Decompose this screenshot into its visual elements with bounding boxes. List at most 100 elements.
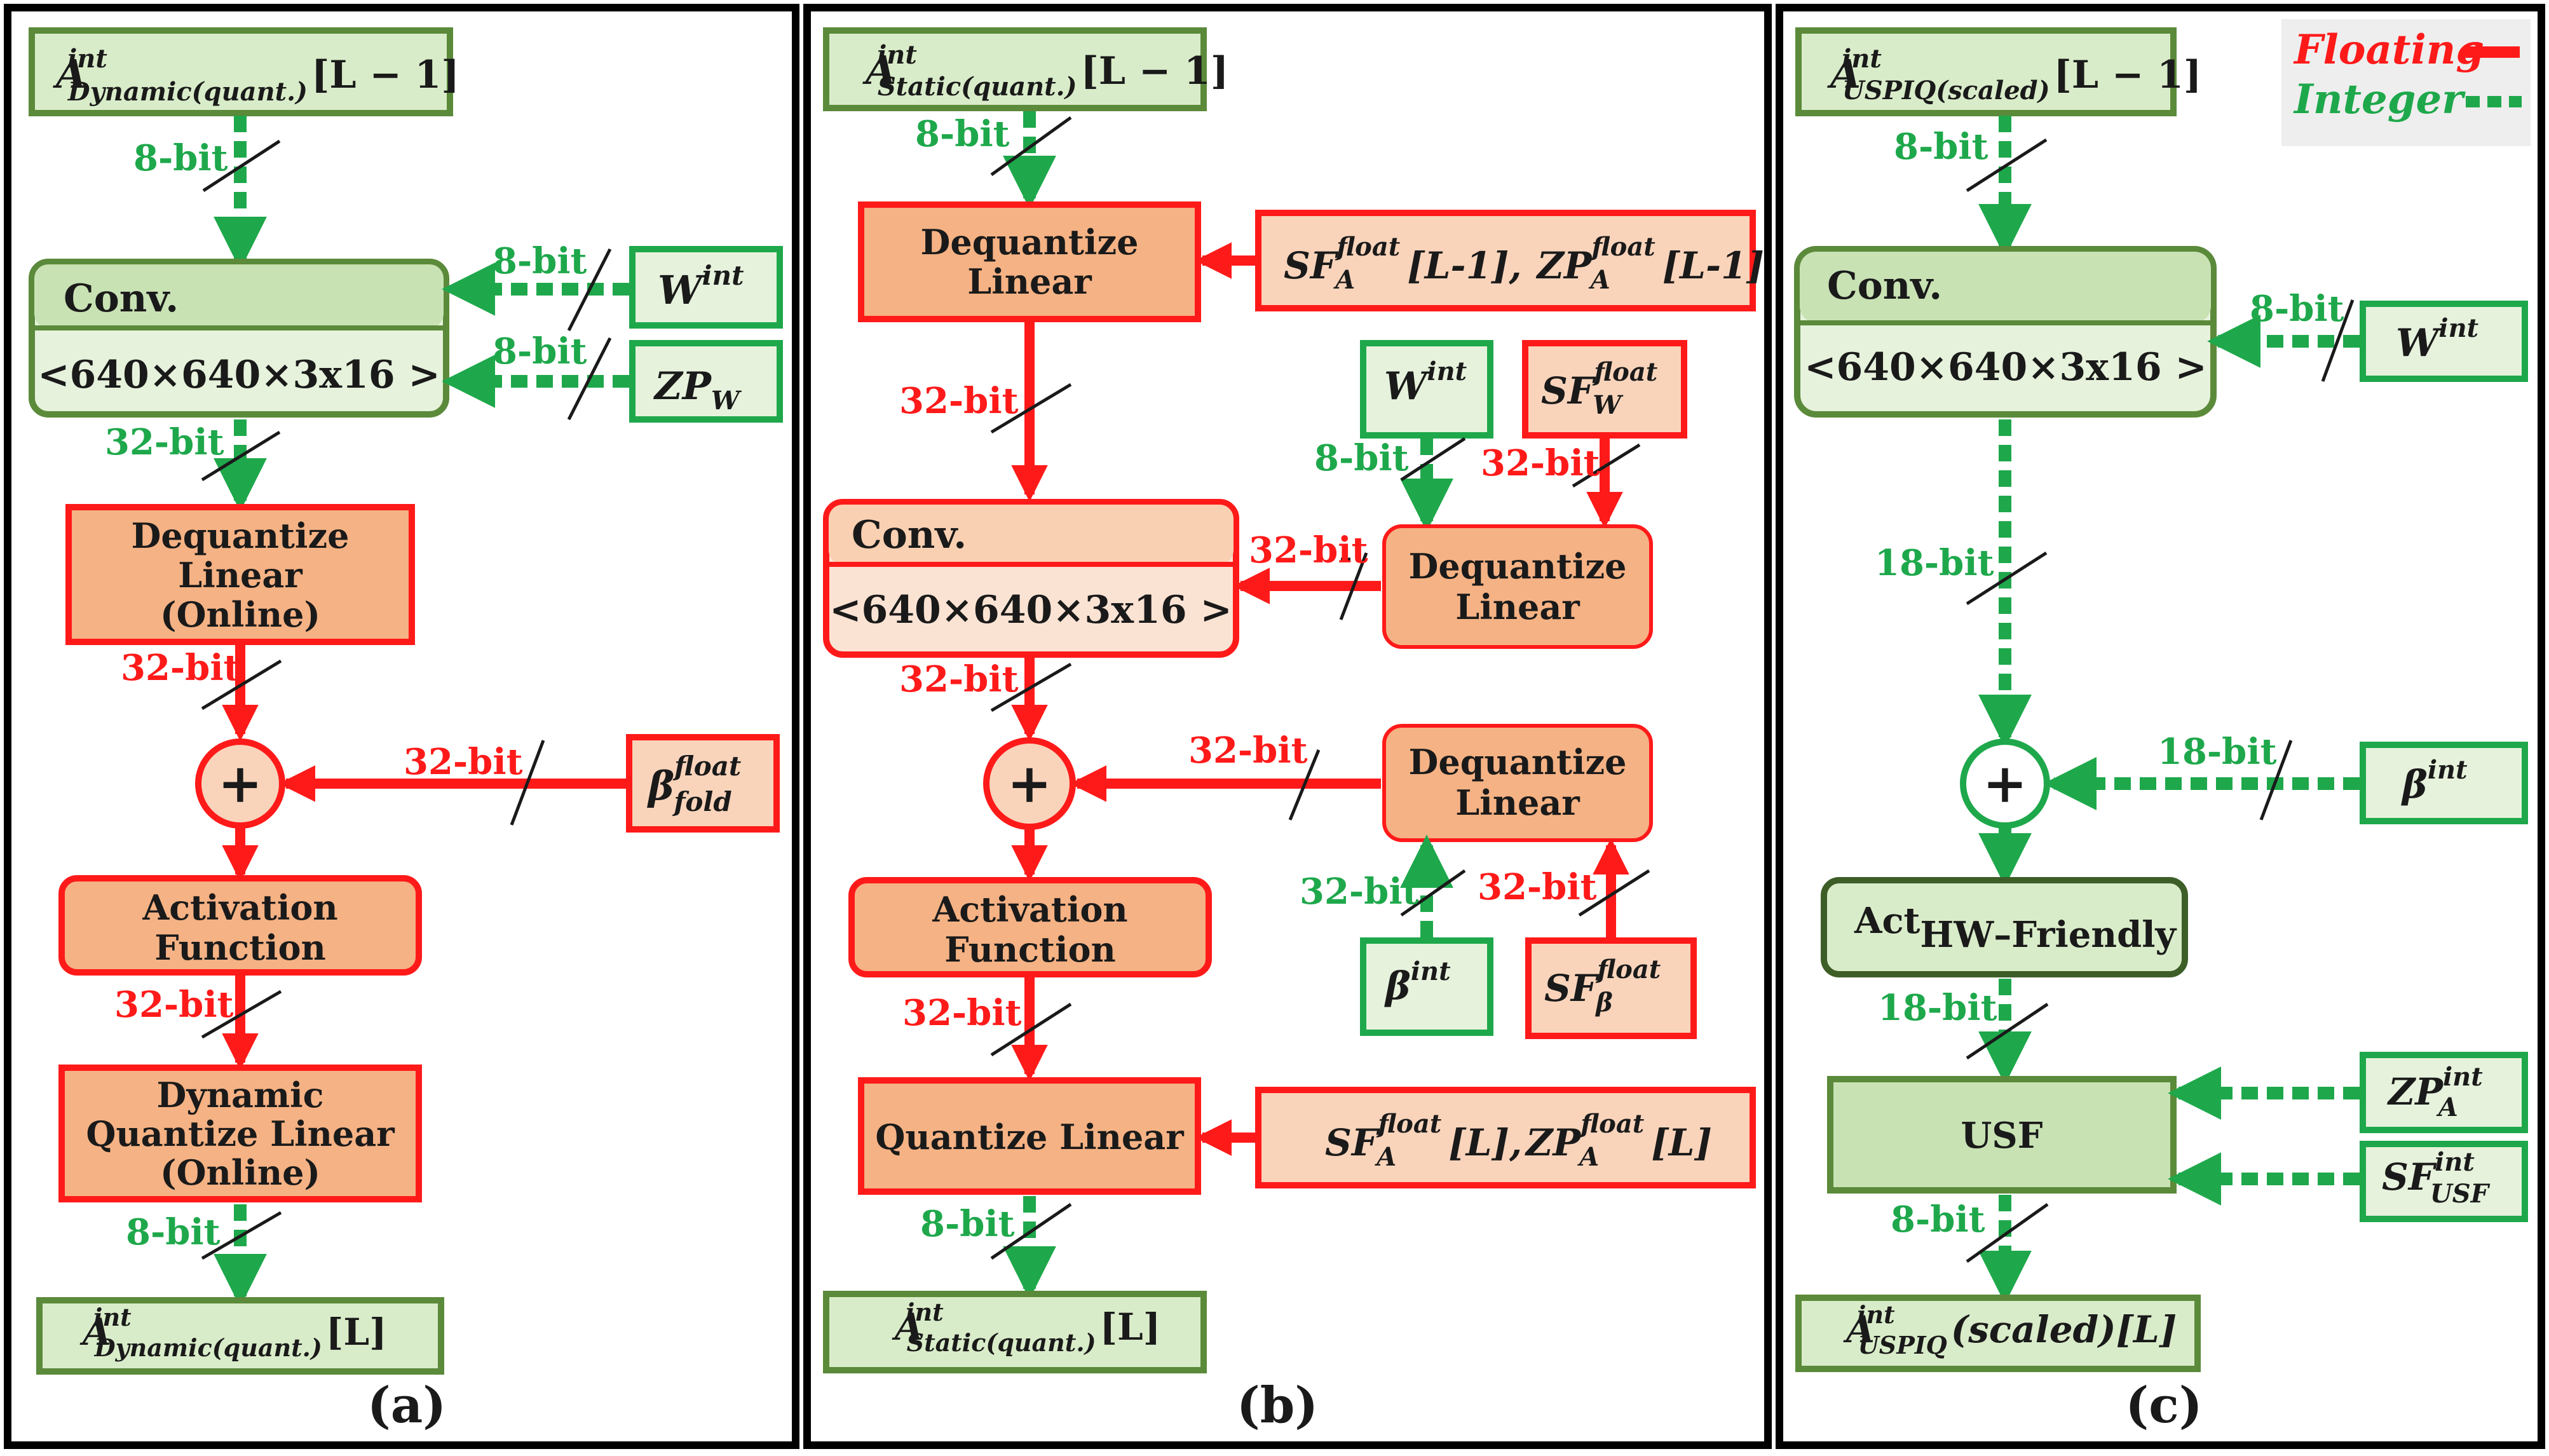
panel-c-slash-out [1966, 1202, 2049, 1263]
panel-c-slash-w [2321, 299, 2355, 382]
panel-a-conv-title: Conv. [64, 276, 179, 321]
panel-b-deqb-box [1382, 724, 1653, 842]
panel-c-slash-in [1966, 138, 2048, 193]
panel-b-deqw-box [1382, 524, 1653, 649]
panel-c-act-box [1821, 877, 2188, 977]
panel-a-quant-line2: Quantize Linear [86, 1113, 395, 1154]
panel-b-input-box [823, 27, 1207, 111]
panel-b-slash-beta [1400, 869, 1466, 917]
panel-c-frame [1776, 4, 2545, 1449]
panel-b-act-line2: Function [944, 929, 1116, 970]
panel-a-deq-box [65, 504, 415, 645]
panel-a-slash-w [567, 248, 612, 332]
panel-a-slash-in [202, 139, 281, 193]
panel-a-zp-label: ZPW [653, 364, 742, 416]
panel-a-deq-line3: (Online) [160, 594, 320, 635]
panel-c-conv-title: Conv. [1827, 264, 1942, 308]
panel-c-w-box [2360, 301, 2528, 382]
panel-b-slash-sfw [1572, 443, 1641, 488]
panel-b-sfzp-prev-box [1255, 210, 1756, 311]
panel-b-sfw-box [1522, 340, 1687, 439]
panel-b-deqw-line1: Dequantize [1409, 546, 1627, 587]
panel-c-usf-box [1827, 1076, 2177, 1194]
panel-b-quant-box [858, 1077, 1201, 1195]
panel-c-label-act-out: 18-bit [1878, 987, 1997, 1029]
panel-a-quant-box [58, 1065, 422, 1202]
panel-a-quant-line3: (Online) [160, 1152, 320, 1193]
panel-c-usf-label: USF [1961, 1115, 2043, 1157]
panel-b-act-box [848, 877, 1212, 977]
panel-a-label-w: 8-bit [493, 240, 587, 282]
panel-a-label-out: 8-bit [126, 1211, 221, 1253]
panel-b-beta-box [1360, 937, 1493, 1036]
panel-c-slash-beta [2259, 740, 2293, 820]
panel-a-label-beta: 32-bit [404, 741, 523, 783]
panel-c-w-label: Wint [2396, 313, 2479, 365]
panel-b-deqb-line1: Dequantize [1409, 742, 1627, 782]
panel-a-label-in: 8-bit [133, 137, 228, 179]
panel-c-beta-box [2360, 742, 2528, 824]
panel-c-sfusf-box [2360, 1141, 2528, 1222]
panel-b-slash-in [990, 116, 1072, 177]
panel-b-label-conv-out: 32-bit [899, 658, 1019, 700]
panel-c-act-label: ActHW–Friendly [1854, 900, 2177, 956]
panel-c-conv-header [1800, 252, 2211, 323]
panel-b-label-in: 8-bit [915, 113, 1010, 155]
panel-b-label-out: 8-bit [920, 1203, 1015, 1245]
panel-a-deq-line1: Dequantize [132, 515, 350, 556]
legend-floating-label: Floating [2293, 26, 2484, 74]
panel-c-plus-sign: + [1983, 752, 2027, 815]
panel-a-slash-act-out [201, 990, 282, 1039]
panel-b-label-sfb: 32-bit [1478, 866, 1597, 908]
panel-a-caption: (a) [367, 1377, 446, 1434]
panel-c-output-box [1795, 1295, 2201, 1372]
panel-a-act-line2: Function [154, 927, 326, 968]
panel-b-sfb-box [1525, 937, 1697, 1039]
panel-c-conv-dim: <640×640×3x16 > [1804, 345, 2207, 390]
panel-b-w-box [1360, 340, 1493, 439]
panel-b-label-deq1-out: 32-bit [899, 380, 1019, 422]
panel-c-label-in: 8-bit [1894, 126, 1988, 168]
panel-b-slash-deq1-out [990, 383, 1072, 434]
panel-b-label-deqb-out: 32-bit [1188, 730, 1308, 772]
panel-a-slash-conv-out [201, 430, 281, 482]
panel-a-deq-line2: Linear [178, 555, 302, 595]
legend: Floating Integer [2281, 19, 2531, 146]
panel-b-w-label: Wint [1384, 357, 1467, 409]
panel-a-slash-out [201, 1211, 282, 1260]
panel-a-zp-box [629, 340, 783, 423]
panel-a-w-label: Wint [658, 260, 744, 313]
panel-b-output-box [823, 1291, 1207, 1373]
panel-b-slash-w [1400, 437, 1466, 482]
panel-b-deq1-line1: Dequantize [921, 222, 1139, 262]
panel-c-label-w: 8-bit [2250, 288, 2344, 330]
panel-c-slash-act-out [1966, 1002, 2049, 1060]
panel-a-slash-beta [510, 740, 545, 826]
panel-b-frame [803, 4, 1772, 1449]
panel-b-deq1-box [858, 201, 1201, 322]
panel-b-slash-out [990, 1202, 1072, 1260]
panel-b-conv-title: Conv. [852, 513, 967, 557]
panel-b-sfzp-cur-box [1255, 1087, 1756, 1188]
panel-c-slash-conv-out [1966, 551, 2048, 606]
panel-b-plus-sign: + [1007, 752, 1052, 815]
panel-b-conv-dim: <640×640×3x16 > [829, 588, 1232, 632]
panel-a-plus-sign: + [218, 752, 262, 815]
panel-b-slash-conv-out [990, 662, 1072, 712]
panel-a-label-zp: 8-bit [493, 330, 587, 372]
panel-a-act-box [58, 875, 422, 976]
panel-c-input-box [1795, 27, 2177, 116]
panel-a-beta-box [626, 734, 780, 833]
panel-c-caption: (c) [2125, 1377, 2202, 1434]
panel-c-label-out: 8-bit [1891, 1199, 1985, 1241]
panel-a-label-conv-out: 32-bit [105, 421, 224, 463]
